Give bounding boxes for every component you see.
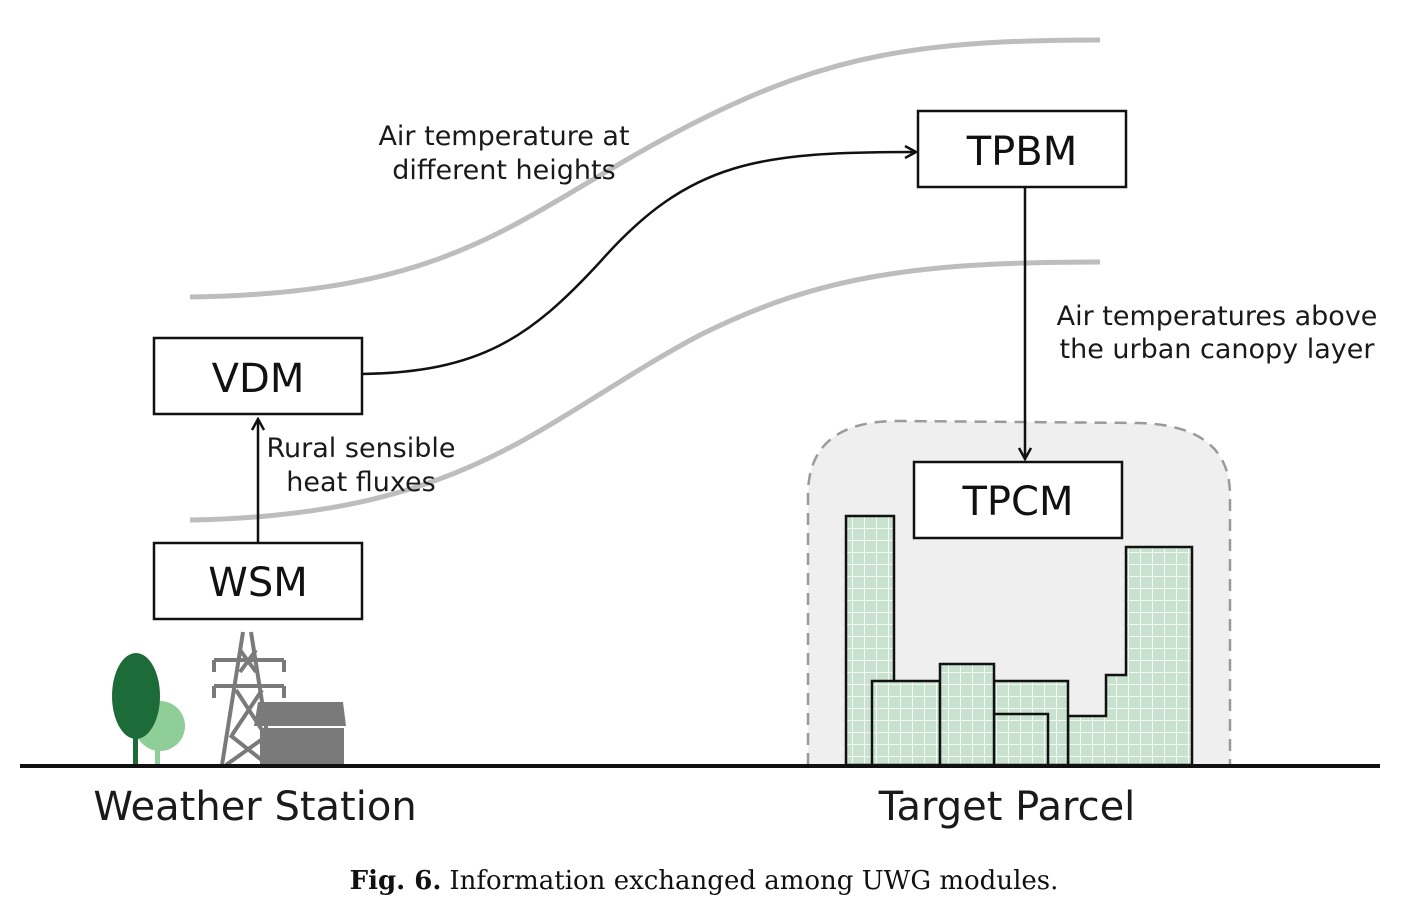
trees-icon: [112, 653, 185, 765]
rural-flux-label-line2: heat fluxes: [286, 467, 435, 498]
upper-stream-line: [189, 37, 1101, 300]
wsm-box: WSM: [152, 541, 364, 621]
uwg-diagram: TPBM VDM WSM TPCM Air temperature at dif…: [20, 37, 1380, 830]
building: [1066, 545, 1194, 767]
rural-flux-label-line1: Rural sensible: [267, 433, 456, 464]
caption-text: Information exchanged among UWG modules.: [449, 866, 1059, 896]
air-temp-label-line2: different heights: [392, 155, 615, 186]
building: [992, 712, 1050, 767]
lower-stream-line: [189, 259, 1101, 523]
wsm-label: WSM: [208, 560, 307, 606]
figure-number: Fig. 6.: [349, 866, 442, 896]
target-parcel-label: Target Parcel: [878, 784, 1136, 830]
building: [938, 662, 996, 767]
tpcm-box: TPCM: [912, 460, 1124, 540]
house-icon: [254, 702, 346, 765]
above-canopy-label-line1: Air temperatures above: [1057, 301, 1378, 332]
weather-station-label: Weather Station: [93, 784, 416, 830]
power-tower-icon: [212, 631, 286, 767]
tpcm-label: TPCM: [962, 479, 1074, 525]
tpbm-box: TPBM: [916, 109, 1128, 189]
vdm-to-tpbm-arrow: [361, 152, 916, 376]
figure-caption: Fig. 6.Information exchanged among UWG m…: [0, 866, 1408, 896]
vdm-box: VDM: [152, 336, 364, 416]
tpbm-label: TPBM: [966, 129, 1078, 175]
above-canopy-label-line2: the urban canopy layer: [1060, 334, 1376, 365]
city-buildings: [844, 514, 1194, 767]
building: [844, 514, 896, 767]
building: [870, 679, 942, 767]
air-temp-label-line1: Air temperature at: [378, 121, 629, 152]
vdm-label: VDM: [212, 356, 305, 402]
